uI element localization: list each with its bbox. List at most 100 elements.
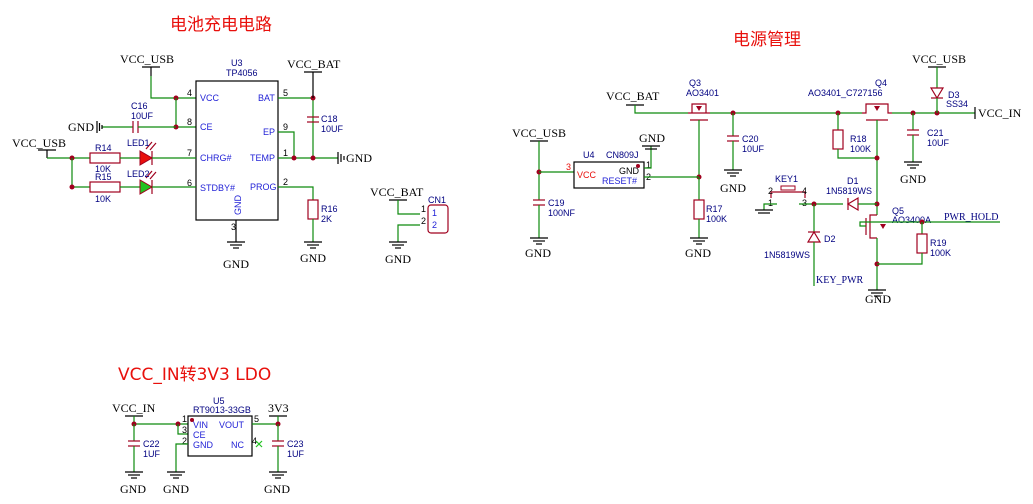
net-key-pwr-label: KEY_PWR: [816, 275, 864, 286]
d2-ref: D2: [824, 234, 836, 244]
u5-pin-name: NC: [231, 440, 244, 450]
key1-cap: [780, 185, 796, 191]
junction-dot: [69, 184, 75, 190]
c23-value: 1UF: [287, 449, 305, 459]
c22-ref: C22: [143, 439, 160, 449]
net-vcc-usb-label: VCC_USB: [12, 136, 66, 150]
r16-ref: R16: [321, 204, 338, 214]
q3-value: AO3401: [686, 88, 719, 98]
u3-pin-num: 7: [187, 148, 192, 158]
led2-green-icon: [139, 179, 153, 195]
wire: [837, 149, 877, 159]
c18-value: 10UF: [321, 124, 344, 134]
q5-value: AO3400A: [892, 215, 931, 225]
u5-pin-num: 3: [182, 425, 187, 435]
u5-pin-name: VOUT: [219, 420, 245, 430]
c19-ref: C19: [548, 198, 565, 208]
net-vcc-bat-label: VCC_BAT: [370, 185, 424, 199]
c19-value: 100NF: [548, 208, 576, 218]
r14-body: [89, 152, 121, 164]
c22-value: 1UF: [143, 449, 161, 459]
c20-ref: C20: [742, 134, 759, 144]
wire: [175, 98, 196, 128]
mosfet-body: [862, 103, 892, 114]
net-vcc-usb-label: VCC_USB: [512, 126, 566, 140]
pin1-marker: [636, 164, 640, 168]
led2-ref: LED2: [127, 169, 150, 179]
mosfet-body: [869, 214, 877, 239]
no-connect-icon: [255, 440, 263, 448]
cn1-body: [427, 204, 449, 234]
key1-ref: KEY1: [775, 174, 798, 184]
u4-pin-num: 3: [566, 162, 571, 172]
r18-value: 100K: [850, 144, 871, 154]
u3-ref: U3: [231, 58, 243, 68]
c20-value: 10UF: [742, 144, 765, 154]
led-ray: [145, 170, 153, 179]
u5-pin-num: 4: [252, 436, 257, 446]
net-vcc-in-label: VCC_IN: [978, 106, 1022, 120]
u4-pin-name: GND: [619, 166, 640, 176]
power-section: VCC_BAT Q3 AO3401 C20 10UF GND VCC_USB: [512, 52, 1022, 306]
u3-pin-num: 4: [187, 88, 192, 98]
wire: [278, 186, 314, 200]
r19-body: [916, 233, 928, 254]
u4-pin-num: 1: [646, 160, 651, 170]
wire: [71, 158, 90, 188]
wire: [859, 221, 1000, 227]
u3-pin-num: 3: [231, 222, 236, 232]
net-vcc-usb-label: VCC_USB: [912, 52, 966, 66]
u5-pin-num: 1: [182, 414, 187, 424]
u5-pin-num: 2: [182, 436, 187, 446]
u3-pin-name: BAT: [258, 93, 275, 103]
led1-red-icon: [139, 150, 153, 166]
mosfet-diode-icon: [874, 106, 880, 111]
wire: [278, 131, 295, 158]
u3-pin-num: 9: [283, 122, 288, 132]
u3-pin-num: 5: [283, 88, 288, 98]
gnd-label: GND: [163, 482, 189, 496]
u3-pin-num: 2: [283, 177, 288, 187]
led-ray: [149, 142, 157, 151]
gnd-label: GND: [223, 257, 249, 271]
q3-ref: Q3: [689, 78, 701, 88]
r14-value: 10K: [95, 164, 111, 174]
c18-ref: C18: [321, 114, 338, 124]
wire: [877, 253, 923, 265]
r14-ref: R14: [95, 143, 112, 153]
power-mgmt-title: 电源管理: [733, 30, 801, 50]
u5-pin-name: CE: [193, 430, 206, 440]
gnd-label: GND: [720, 181, 746, 195]
cn1-pin: 2: [421, 216, 426, 226]
r15-value: 10K: [95, 194, 111, 204]
gnd-label: GND: [120, 482, 146, 496]
u4-pin-name: RESET#: [602, 176, 637, 186]
q5-ref: Q5: [892, 206, 904, 216]
wire: [397, 200, 420, 215]
u3-body: [195, 80, 279, 221]
gnd-label: GND: [264, 482, 290, 496]
gnd-label: GND: [346, 151, 372, 165]
u5-body: [187, 415, 253, 457]
u4-ref: U4: [583, 150, 595, 160]
r18-body: [832, 129, 844, 150]
r16-body: [307, 199, 319, 220]
gnd-label: GND: [385, 252, 411, 266]
charger-section: VCC_USB C16 10UF GND U3 TP4056 VCC 4 CE …: [12, 52, 449, 271]
d3-value: SS34: [946, 99, 968, 109]
net-vcc-bat-label: VCC_BAT: [287, 57, 341, 71]
c16-ref: C16: [131, 101, 148, 111]
c21-ref: C21: [927, 128, 944, 138]
gnd-label: GND: [68, 120, 94, 134]
r19-ref: R19: [930, 238, 947, 248]
gnd-label: GND: [900, 172, 926, 186]
wire: [150, 76, 196, 99]
r17-ref: R17: [706, 204, 723, 214]
key1-pin: 2: [768, 186, 773, 196]
ldo-title: VCC_IN转3V3 LDO: [118, 365, 271, 385]
gnd-label: GND: [865, 292, 891, 306]
wire: [175, 443, 188, 472]
wire: [763, 203, 777, 210]
u3-pin-name: STDBY#: [200, 183, 235, 193]
